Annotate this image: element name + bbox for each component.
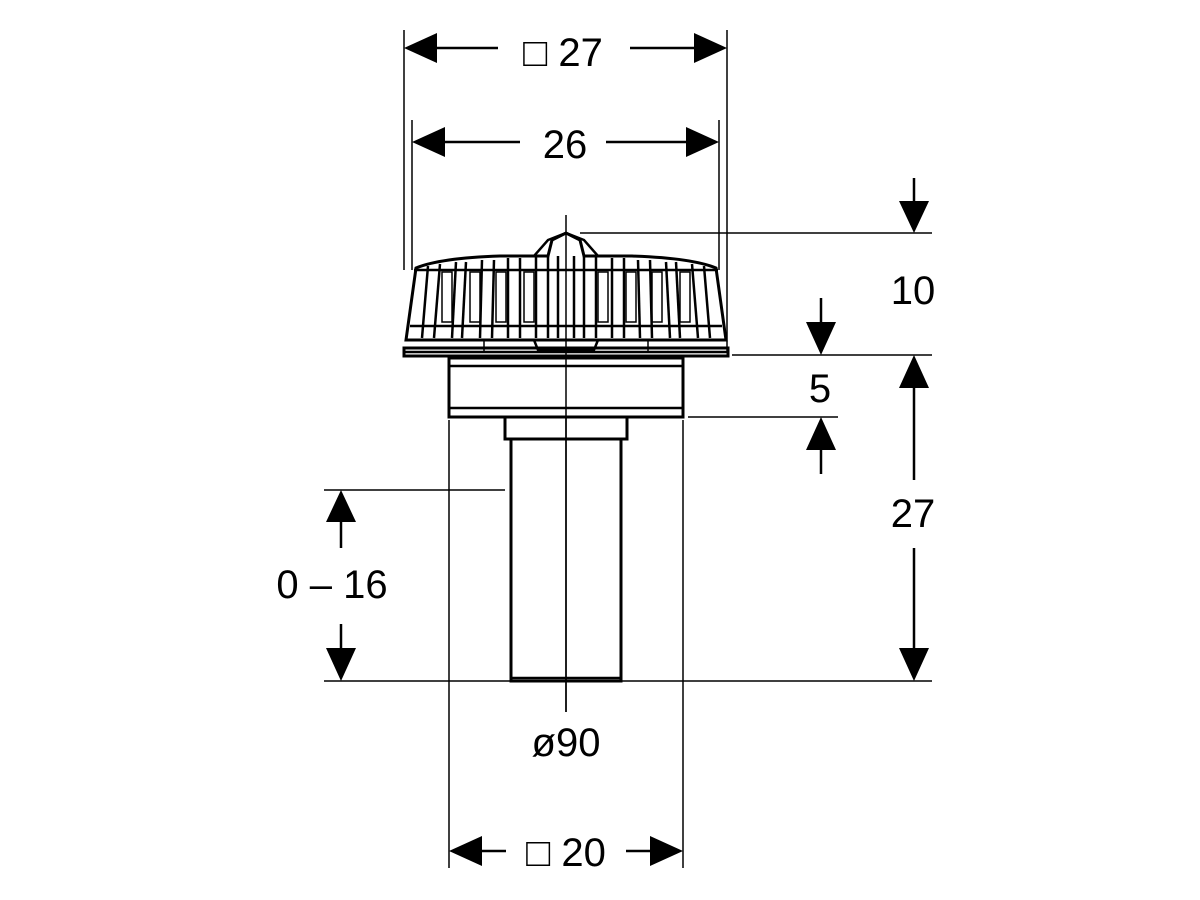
dim-label-top-inner: 26: [543, 123, 588, 167]
dimension-adjust-range: 0 – 16: [276, 490, 388, 681]
dimension-top-inner: 26: [412, 123, 719, 167]
dim-label-dome-height: 10: [891, 269, 936, 313]
dimension-total-height: 27: [891, 355, 936, 681]
dome-strainer: [404, 231, 728, 352]
dimension-top-outer: □ 27: [404, 31, 727, 75]
extension-lines: [324, 30, 932, 868]
dim-label-top-outer: □ 27: [523, 31, 603, 75]
dim-label-total-height: 27: [891, 492, 936, 536]
dim-label-bottom-width: □ 20: [526, 831, 606, 875]
dimension-bottom-width: □ 20: [449, 831, 683, 875]
dimension-dome-height: 10: [891, 178, 936, 313]
dimension-flange-height: 5: [806, 298, 836, 474]
dim-label-flange-height: 5: [809, 367, 831, 411]
dim-label-adjust-range: 0 – 16: [276, 563, 387, 607]
outlet-pipe: [503, 415, 629, 712]
dim-label-pipe-diameter: ø90: [532, 721, 601, 765]
strainer-slots: [441, 271, 691, 323]
flange-plate: [402, 346, 730, 358]
